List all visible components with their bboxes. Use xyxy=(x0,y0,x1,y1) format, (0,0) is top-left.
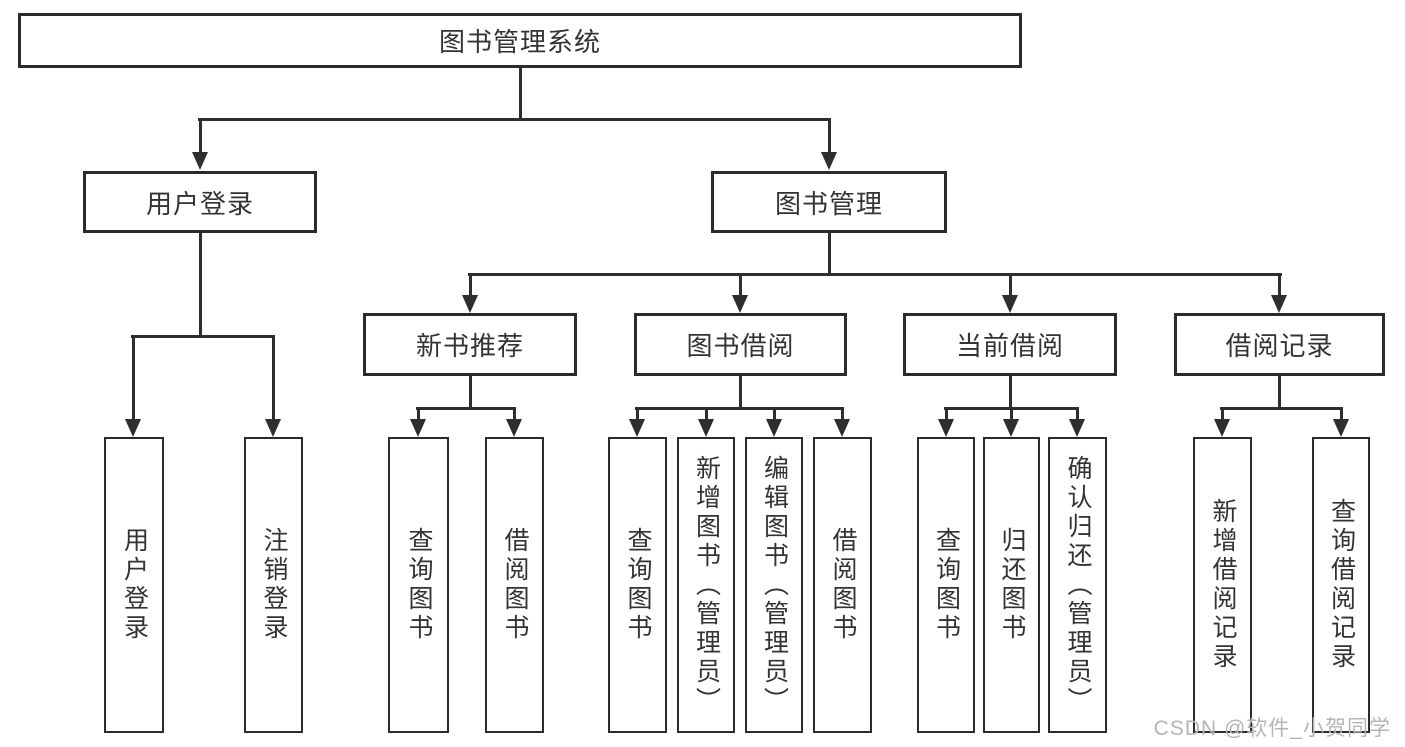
arrow-down-icon xyxy=(834,419,850,437)
node-user-login-label: 用户登录 xyxy=(145,188,254,219)
connector-line xyxy=(468,273,1282,276)
leaf-confirm-return-admin-label: 确认归还（管理员） xyxy=(1064,454,1092,716)
connector-line xyxy=(1010,407,1013,421)
leaf-borrow-books-1: 借阅图书 xyxy=(485,437,544,733)
leaf-query-books-2-label: 查询图书 xyxy=(624,527,652,643)
connector-line xyxy=(199,233,202,335)
leaf-return-books-label: 归还图书 xyxy=(998,527,1026,643)
connector-line xyxy=(773,407,776,421)
node-new-book-recommend: 新书推荐 xyxy=(363,313,577,376)
connector-line xyxy=(272,335,275,421)
connector-line xyxy=(513,407,516,421)
watermark-text: CSDN @软件_小贺同学 xyxy=(1153,717,1391,740)
arrow-down-icon xyxy=(1003,419,1019,437)
leaf-logout: 注销登录 xyxy=(244,437,303,733)
leaf-add-borrow-record: 新增借阅记录 xyxy=(1193,437,1252,733)
connector-line xyxy=(739,273,742,297)
connector-line xyxy=(416,407,516,410)
node-book-management: 图书管理 xyxy=(711,171,947,233)
connector-line xyxy=(705,407,708,421)
leaf-add-book-admin-label: 新增图书（管理员） xyxy=(692,454,721,716)
leaf-edit-book-admin: 编辑图书（管理员） xyxy=(745,437,803,733)
arrow-down-icon xyxy=(629,419,645,437)
node-book-management-label: 图书管理 xyxy=(774,188,883,219)
leaf-query-books-2: 查询图书 xyxy=(608,437,667,733)
arrow-down-icon xyxy=(1069,419,1085,437)
connector-line xyxy=(1340,407,1343,421)
leaf-user-login-label: 用户登录 xyxy=(120,527,149,643)
connector-line xyxy=(199,118,202,154)
leaf-borrow-books-2-label: 借阅图书 xyxy=(829,527,857,643)
leaf-query-books-3-label: 查询图书 xyxy=(932,527,961,643)
connector-line xyxy=(636,407,639,421)
leaf-borrow-books-1-label: 借阅图书 xyxy=(501,527,529,643)
connector-line xyxy=(1009,273,1012,297)
connector-line xyxy=(132,335,135,421)
node-current-borrow: 当前借阅 xyxy=(903,313,1117,376)
arrow-down-icon xyxy=(462,295,478,313)
connector-line xyxy=(828,233,831,273)
leaf-add-book-admin: 新增图书（管理员） xyxy=(677,437,735,733)
connector-line xyxy=(469,376,472,407)
connector-line xyxy=(841,407,844,421)
connector-line xyxy=(198,118,831,121)
arrow-down-icon xyxy=(1333,419,1349,437)
connector-line xyxy=(1221,407,1224,421)
node-root: 图书管理系统 xyxy=(18,13,1022,68)
connector-line xyxy=(131,335,275,338)
leaf-user-login: 用户登录 xyxy=(104,437,164,733)
connector-line xyxy=(1009,376,1012,407)
arrow-down-icon xyxy=(1271,295,1287,313)
arrow-down-icon xyxy=(410,419,426,437)
connector-line xyxy=(1076,407,1079,421)
leaf-confirm-return-admin: 确认归还（管理员） xyxy=(1048,437,1107,733)
arrow-down-icon xyxy=(1002,295,1018,313)
node-root-label: 图书管理系统 xyxy=(438,27,601,57)
arrow-down-icon xyxy=(1214,419,1230,437)
connector-line xyxy=(469,273,472,297)
leaf-query-books-1-label: 查询图书 xyxy=(405,527,433,643)
leaf-return-books: 归还图书 xyxy=(983,437,1040,733)
connector-line xyxy=(1220,407,1343,410)
leaf-query-books-1: 查询图书 xyxy=(388,437,449,733)
leaf-borrow-books-2: 借阅图书 xyxy=(813,437,872,733)
node-book-borrow-label: 图书借阅 xyxy=(686,331,795,361)
leaf-query-books-3: 查询图书 xyxy=(917,437,975,733)
arrow-down-icon xyxy=(732,295,748,313)
node-borrow-records: 借阅记录 xyxy=(1174,313,1385,376)
connector-line xyxy=(828,118,831,154)
arrow-down-icon xyxy=(265,419,281,437)
connector-line xyxy=(945,407,948,421)
node-book-borrow: 图书借阅 xyxy=(634,313,847,376)
arrow-down-icon xyxy=(506,419,522,437)
leaf-edit-book-admin-label: 编辑图书（管理员） xyxy=(760,454,789,716)
connector-line xyxy=(1278,376,1281,407)
connector-line xyxy=(635,407,844,410)
connector-line xyxy=(417,407,420,421)
arrow-down-icon xyxy=(938,419,954,437)
leaf-query-borrow-record: 查询借阅记录 xyxy=(1312,437,1370,733)
connector-line xyxy=(739,376,742,407)
connector-line xyxy=(519,68,522,118)
node-user-login: 用户登录 xyxy=(83,171,317,233)
leaf-query-borrow-record-label: 查询借阅记录 xyxy=(1327,498,1356,672)
leaf-logout-label: 注销登录 xyxy=(260,527,288,643)
arrow-down-icon xyxy=(192,152,208,170)
connector-line xyxy=(1278,273,1281,297)
arrow-down-icon xyxy=(821,152,837,170)
node-borrow-records-label: 借阅记录 xyxy=(1225,331,1334,361)
node-current-borrow-label: 当前借阅 xyxy=(955,331,1064,361)
arrow-down-icon xyxy=(698,419,714,437)
arrow-down-icon xyxy=(766,419,782,437)
node-new-book-recommend-label: 新书推荐 xyxy=(415,331,524,361)
leaf-add-borrow-record-label: 新增借阅记录 xyxy=(1209,498,1237,672)
arrow-down-icon xyxy=(125,419,141,437)
